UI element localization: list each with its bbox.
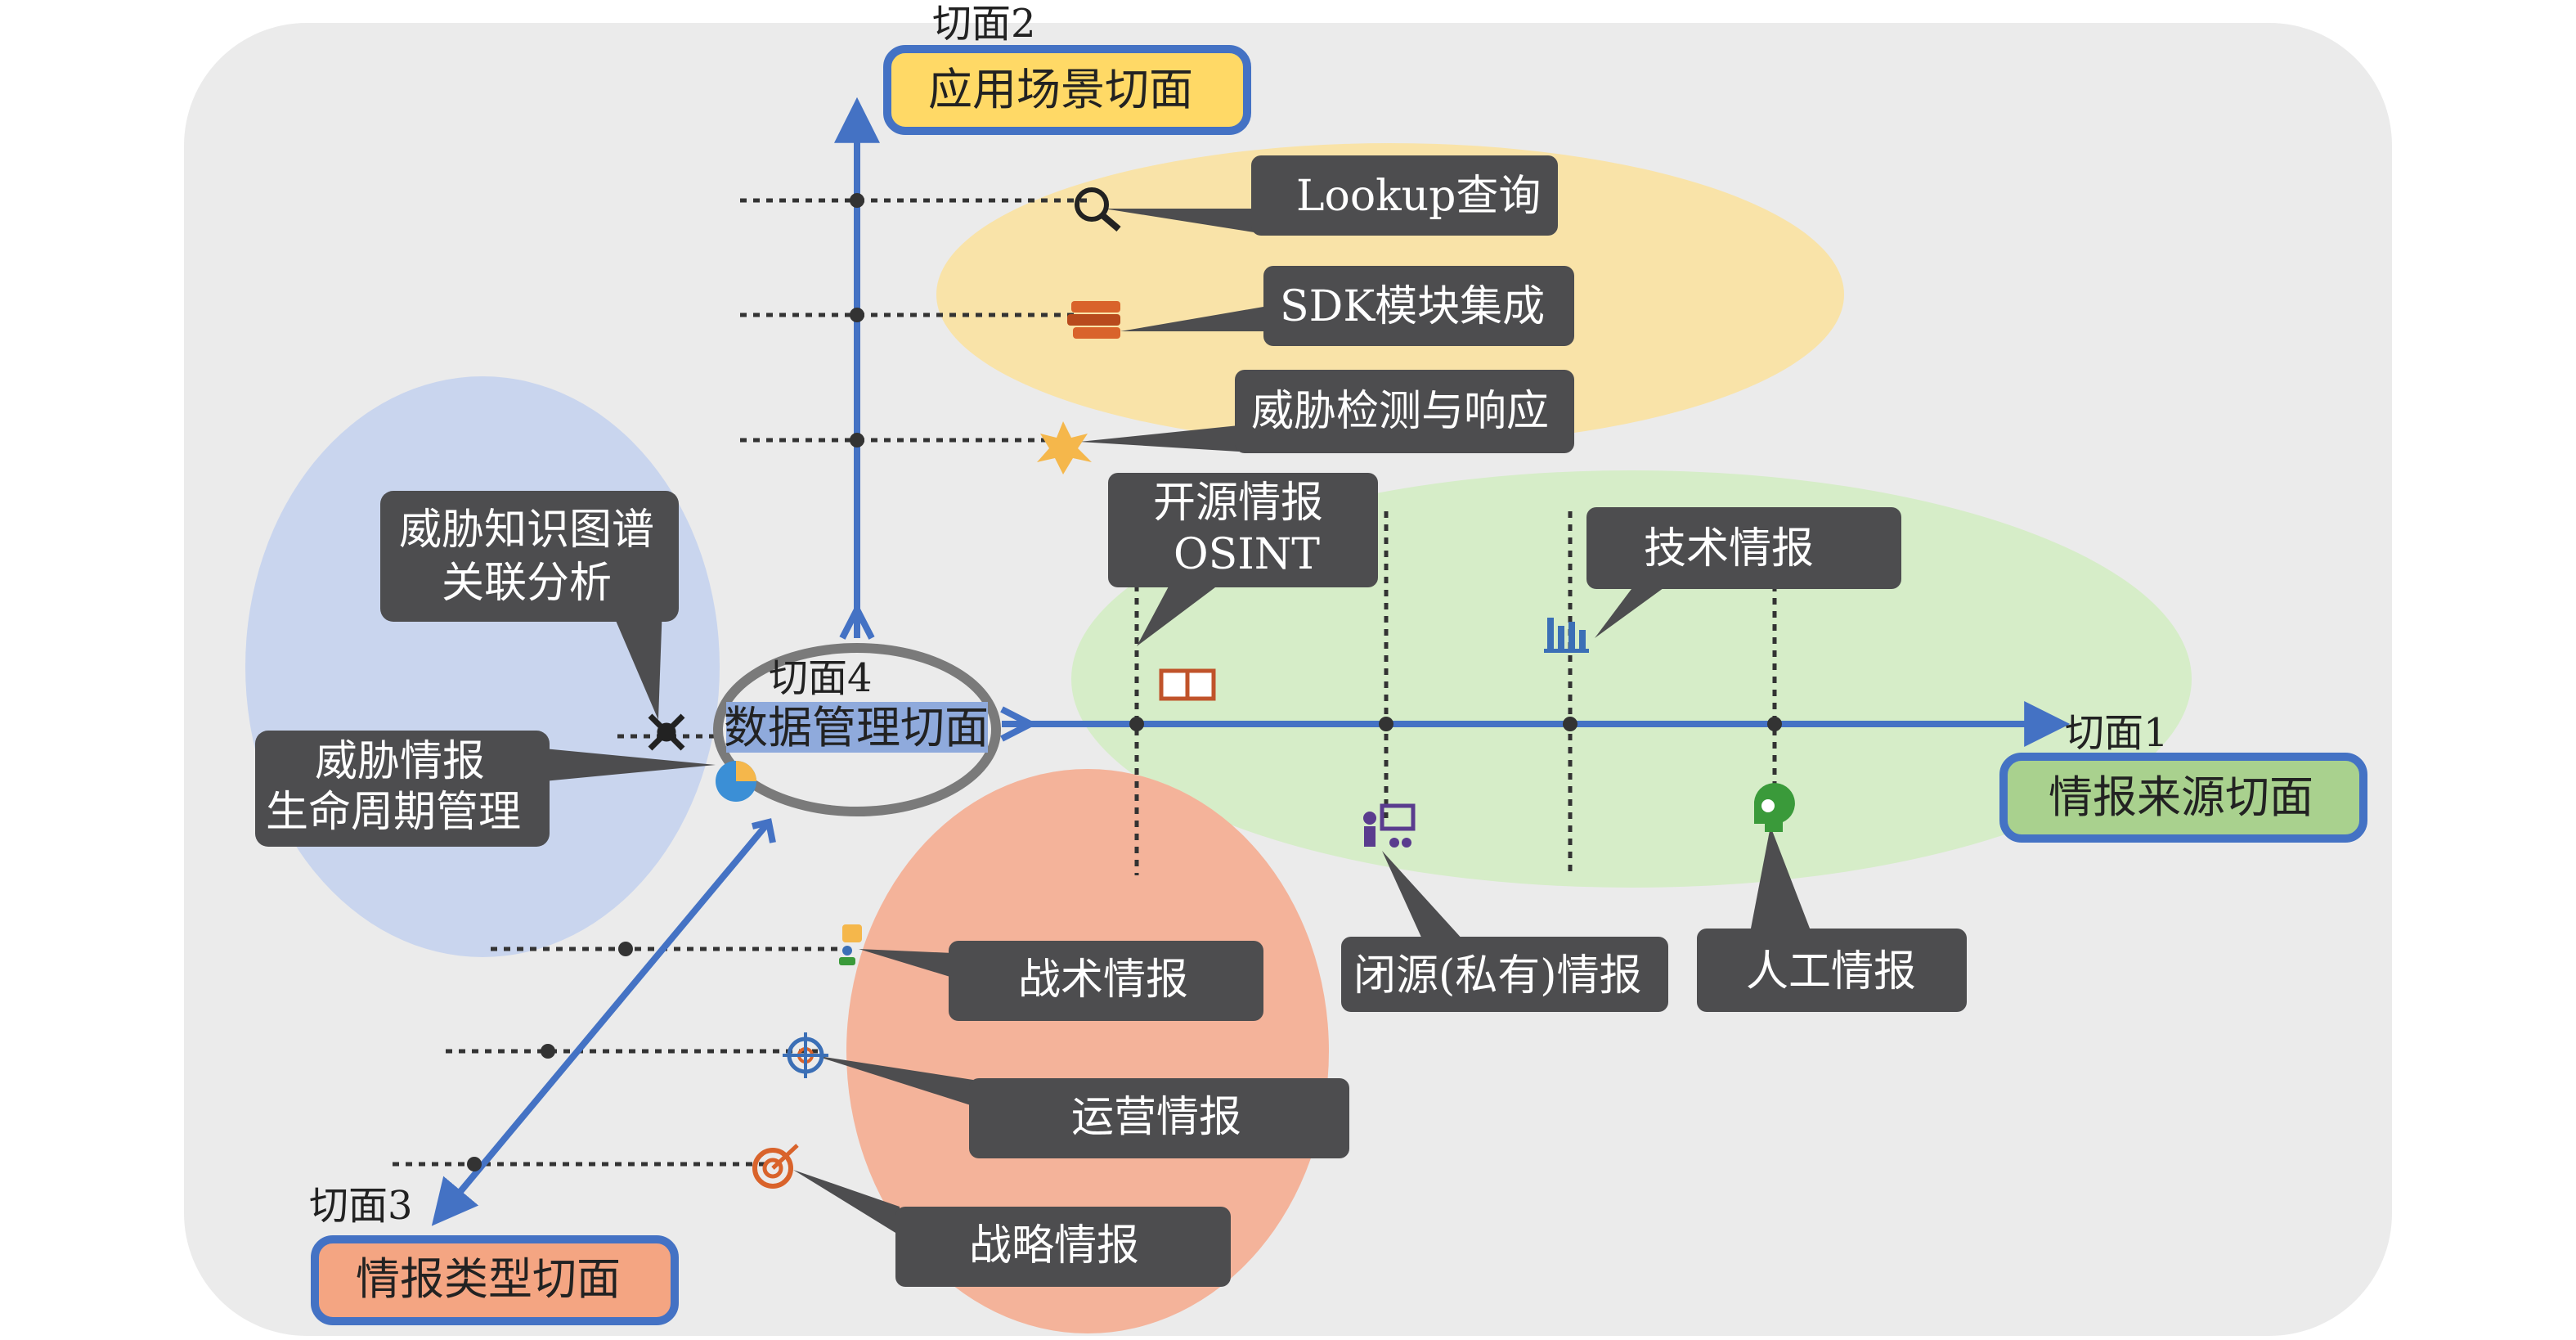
callout-pointer (1382, 851, 1464, 941)
person-pin-icon (839, 924, 862, 965)
callout-pointer (1137, 585, 1218, 646)
presentation-icon (1363, 803, 1416, 848)
callout-technical: 技术情报 (1586, 507, 1901, 638)
callout-strategic: 战略情报 (793, 1170, 1231, 1287)
target-arrow-icon (752, 1144, 799, 1189)
callout-pointer (544, 749, 716, 781)
callout-box (380, 491, 679, 622)
axis3-box (311, 1235, 679, 1325)
callout-lifecycle: 威胁情报 生命周期管理 (255, 731, 716, 847)
callout-pointer (793, 1170, 900, 1235)
callout-label: 运营情报 (1071, 1093, 1241, 1142)
callout-label: 威胁检测与响应 (1251, 387, 1549, 436)
callout-pointer (1104, 209, 1259, 233)
callout-line2: 关联分析 (442, 559, 612, 608)
axis1-box (1999, 753, 2367, 843)
axis1-tag: 切面1 (2065, 710, 2169, 756)
axis1-title: 情报来源切面 (2049, 771, 2313, 823)
callout-box (1586, 507, 1901, 589)
axis4-ring (713, 643, 1001, 816)
callout-label: 技术情报 (1644, 524, 1814, 573)
axis1-chevron (1000, 706, 1038, 742)
type-branches (393, 947, 850, 1167)
callout-line2: 生命周期管理 (266, 788, 521, 837)
callout-box (1263, 266, 1574, 346)
callout-pointer (859, 949, 953, 978)
callout-sdk: SDK模块集成 (1120, 266, 1574, 346)
axis-nodes (467, 193, 1782, 1171)
axis2-label: 切面2 应用场景切面 (883, 1, 1251, 135)
bar-chart-icon (1544, 618, 1589, 653)
callout-line1: 开源情报 (1153, 479, 1323, 528)
callout-pointer (1120, 307, 1263, 331)
axis4-box (726, 702, 988, 753)
open-book-icon (1159, 668, 1216, 701)
callout-lookup: Lookup查询 (1104, 155, 1558, 236)
callout-label: 战略情报 (969, 1221, 1139, 1270)
callout-tactical: 战术情报 (859, 941, 1263, 1021)
callout-box (969, 1078, 1349, 1158)
callout-label: Lookup查询 (1296, 172, 1541, 221)
axis2-box (883, 45, 1251, 135)
axis2-chevron (839, 602, 875, 640)
callout-closed: 闭源(私有)情报 (1341, 851, 1668, 1012)
callout-pointer (609, 605, 662, 720)
callout-osint: 开源情报 OSINT (1108, 473, 1378, 646)
axis3-tag: 切面3 (309, 1183, 413, 1229)
axis2-tag: 切面2 (932, 1, 1036, 47)
callout-label: 人工情报 (1746, 947, 1916, 996)
callout-label: SDK模块集成 (1280, 282, 1545, 331)
axis3-chevron (752, 818, 776, 843)
callout-line1: 威胁知识图谱 (399, 506, 654, 555)
callout-pointer (814, 1055, 973, 1106)
axis1-label: 切面1 情报来源切面 (1999, 710, 2367, 843)
zone-type (846, 769, 1329, 1333)
callout-operational: 运营情报 (814, 1055, 1349, 1158)
head-gears-icon (1754, 783, 1795, 832)
crosshair-icon (783, 1032, 828, 1078)
callout-box (1341, 937, 1668, 1012)
callout-pointer (1750, 826, 1811, 933)
axis2-title: 应用场景切面 (928, 64, 1193, 115)
callout-label: 战术情报 (1018, 956, 1188, 1005)
callout-box (1235, 370, 1574, 453)
callout-line1: 威胁情报 (315, 737, 485, 786)
callout-box (895, 1207, 1231, 1287)
callout-line2: OSINT (1174, 530, 1320, 579)
callout-human: 人工情报 (1697, 826, 1967, 1012)
axis3-label: 切面3 情报类型切面 (309, 1183, 679, 1325)
callout-box (1697, 929, 1967, 1012)
callout-box (1251, 155, 1558, 236)
magnifier-icon (1075, 187, 1121, 232)
axis4-title: 数据管理切面 (724, 702, 989, 753)
callout-box (255, 731, 550, 847)
callout-box (1108, 473, 1378, 587)
callout-detection: 威胁检测与响应 (1079, 370, 1574, 453)
callout-label: 闭源(私有)情报 (1353, 951, 1642, 1001)
callout-knowledge-graph: 威胁知识图谱 关联分析 (380, 491, 679, 720)
callout-pointer (1079, 425, 1239, 452)
pie-chart-icon (716, 761, 756, 802)
application-branches (740, 198, 1088, 443)
callout-box (949, 941, 1263, 1021)
axis3-title: 情报类型切面 (356, 1253, 621, 1305)
graph-nodes-icon (648, 713, 685, 751)
axis4-tag: 切面4 (769, 655, 873, 701)
star-burst-icon (1037, 421, 1092, 474)
stacked-books-icon (1067, 301, 1120, 339)
